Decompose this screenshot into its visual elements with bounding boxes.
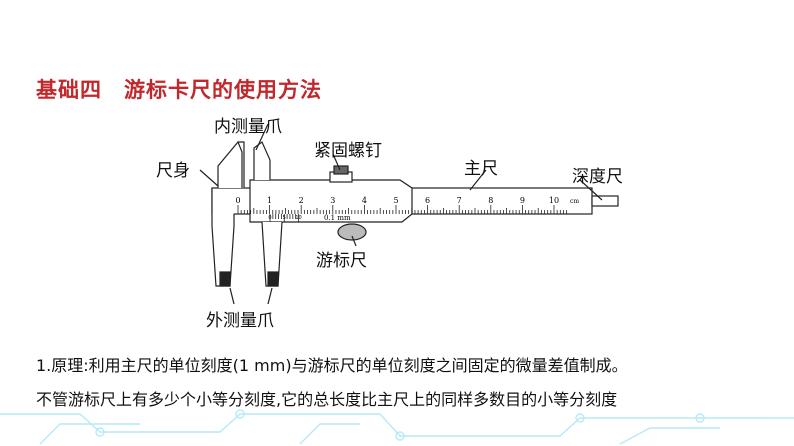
main-scale-tick-label: 9 bbox=[520, 196, 525, 205]
section-number: 基础四 bbox=[36, 78, 102, 102]
main-scale-unit: cm bbox=[570, 198, 579, 205]
main-scale-tick-label: 10 bbox=[549, 196, 559, 205]
label-locking-screw: 紧固螺钉 bbox=[314, 141, 382, 161]
main-scale-tick-label: 8 bbox=[488, 196, 493, 205]
main-scale-tick-label: 1 bbox=[267, 196, 272, 205]
vernier-precision-label: 0.1 mm bbox=[324, 214, 351, 222]
main-scale-tick-label: 4 bbox=[362, 196, 367, 205]
main-scale-tick-label: 7 bbox=[457, 196, 462, 205]
thumb-wheel bbox=[337, 223, 367, 241]
section-heading: 游标卡尺的使用方法 bbox=[124, 78, 322, 102]
label-inner-jaws: 内测量爪 bbox=[214, 117, 282, 137]
vernier-tick-label: 0 bbox=[268, 215, 271, 221]
vernier-tick-label: 10 bbox=[295, 215, 301, 221]
principle-line-2: 不管游标尺上有多少个小等分刻度,它的总长度比主尺上的同样多数目的小等分刻度 bbox=[36, 390, 618, 409]
main-scale-tick-label: 3 bbox=[330, 196, 335, 205]
label-outer-jaws: 外测量爪 bbox=[206, 311, 274, 331]
fixed-inner-jaw bbox=[217, 141, 245, 188]
vernier-caliper-figure: 0 1 2 3 4 5 6 7 8 9 10 cm 0 5 10 0.1 mm 内测量爪 紧固螺钉 尺身 主… bbox=[150, 108, 650, 340]
sliding-inner-jaw bbox=[253, 141, 271, 180]
main-scale-tick-label: 6 bbox=[425, 196, 430, 205]
vernier-tick-label: 5 bbox=[283, 215, 286, 221]
section-title: 基础四游标卡尺的使用方法 bbox=[36, 74, 322, 104]
label-vernier-scale: 游标尺 bbox=[316, 251, 367, 271]
circuit-pattern bbox=[0, 409, 794, 445]
main-scale-tick-label: 0 bbox=[235, 196, 240, 205]
main-scale-ticks: 0 1 2 3 4 5 6 7 8 9 10 cm bbox=[235, 196, 579, 214]
principle-line-1: 1.原理:利用主尺的单位刻度(1 mm)与游标尺的单位刻度之间固定的微量差值制成… bbox=[36, 356, 628, 375]
caliper-diagram: 0 1 2 3 4 5 6 7 8 9 10 cm 0 5 10 0.1 mm bbox=[199, 123, 619, 305]
main-scale-tick-label: 2 bbox=[299, 196, 304, 205]
vernier-scale-ticks: 0 5 10 0.1 mm bbox=[268, 214, 351, 222]
label-main-scale: 主尺 bbox=[464, 159, 498, 179]
main-scale-tick-label: 5 bbox=[393, 196, 398, 205]
label-depth-rod: 深度尺 bbox=[572, 167, 623, 187]
label-frame: 尺身 bbox=[156, 161, 190, 181]
depth-rod bbox=[591, 195, 619, 207]
decorative-circuit-band bbox=[0, 384, 794, 446]
